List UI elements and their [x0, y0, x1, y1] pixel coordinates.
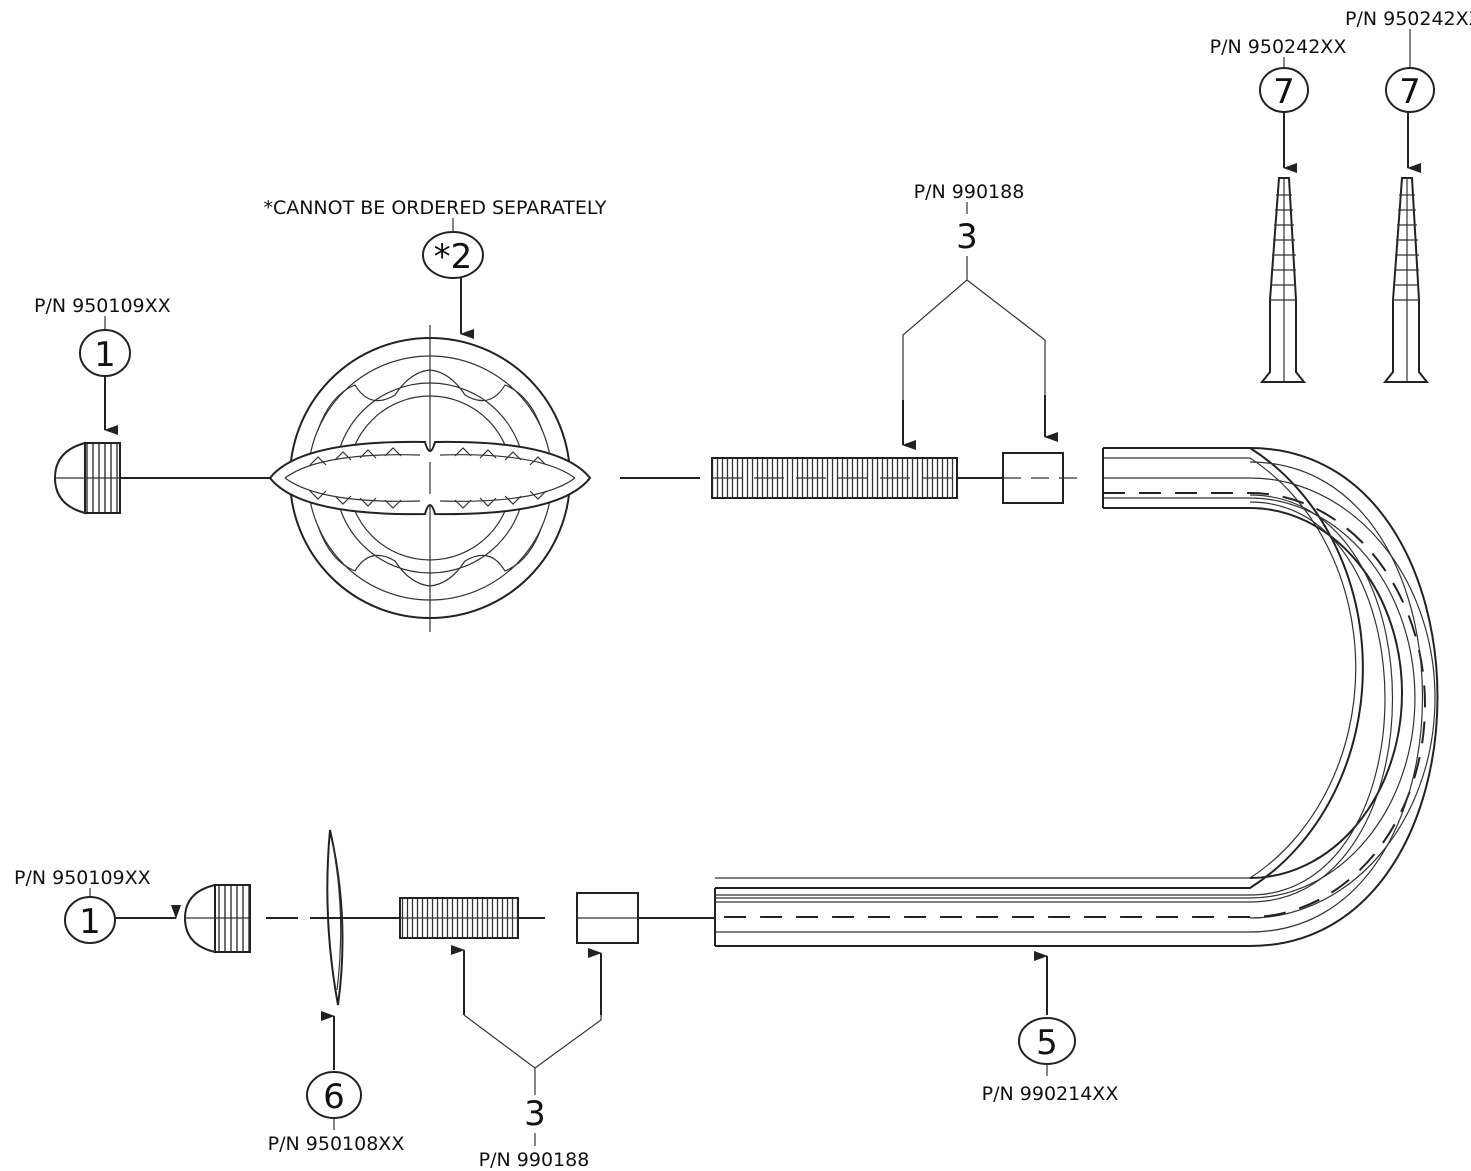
callout-5-pn: P/N 990214XX — [982, 1083, 1119, 1105]
callout-3-bottom-pn: P/N 990188 — [479, 1149, 590, 1171]
u-hose — [714, 447, 1439, 947]
callout-6-pn: P/N 950108XX — [268, 1133, 405, 1155]
callout-2: *CANNOT BE ORDERED SEPARATELY *2 — [263, 197, 607, 339]
callout-1-top-number: 1 — [94, 335, 116, 375]
washer — [310, 829, 400, 1006]
callout-1-bottom: P/N 950109XX 1 — [14, 867, 181, 944]
callout-2-number: *2 — [434, 237, 473, 277]
callout-7-left: P/N 950242XX 7 — [1210, 36, 1347, 173]
callout-1-bottom-pn: P/N 950109XX — [14, 867, 151, 889]
callout-5-number: 5 — [1036, 1023, 1058, 1063]
callout-6-number: 6 — [323, 1077, 345, 1117]
pin-left — [1259, 177, 1307, 383]
cap-part-bottom — [183, 883, 251, 954]
callout-3-top-pn: P/N 990188 — [914, 181, 1025, 203]
callout-1-bottom-circle — [64, 896, 116, 944]
callout-1-top: P/N 950109XX 1 — [34, 295, 171, 435]
callout-3-top: P/N 990188 3 — [902, 181, 1058, 450]
pin-right — [1382, 177, 1430, 383]
callout-1-top-pn: P/N 950109XX — [34, 295, 171, 317]
ribbed-sleeve-top — [711, 457, 958, 499]
callout-7-right-number: 7 — [1399, 72, 1421, 112]
cannot-order-note: *CANNOT BE ORDERED SEPARATELY — [263, 197, 606, 219]
callout-6: 6 P/N 950108XX — [268, 1011, 405, 1155]
cap-part-top — [53, 441, 121, 515]
callout-1-bottom-number: 1 — [79, 902, 101, 942]
callout-2-circle — [422, 231, 484, 279]
ferrule-bottom — [576, 892, 639, 944]
callout-3-bottom: 3 P/N 990188 — [451, 945, 602, 1171]
callout-7-right-circle — [1385, 67, 1435, 113]
callout-3-top-number: 3 — [956, 217, 978, 257]
ferrule-top — [1002, 452, 1080, 504]
callout-3-bottom-number: 3 — [524, 1094, 546, 1134]
callout-7-right: P/N 950242XX 7 — [1345, 8, 1471, 173]
grommet-assembly — [268, 325, 592, 632]
callout-7-left-pn: P/N 950242XX — [1210, 36, 1347, 58]
callout-7-left-number: 7 — [1273, 72, 1295, 112]
callout-1-top-circle — [79, 329, 131, 377]
callout-7-right-pn: P/N 950242XX — [1345, 8, 1471, 30]
callout-5: 5 P/N 990214XX — [982, 951, 1119, 1105]
ribbed-sleeve-bottom — [399, 897, 519, 939]
